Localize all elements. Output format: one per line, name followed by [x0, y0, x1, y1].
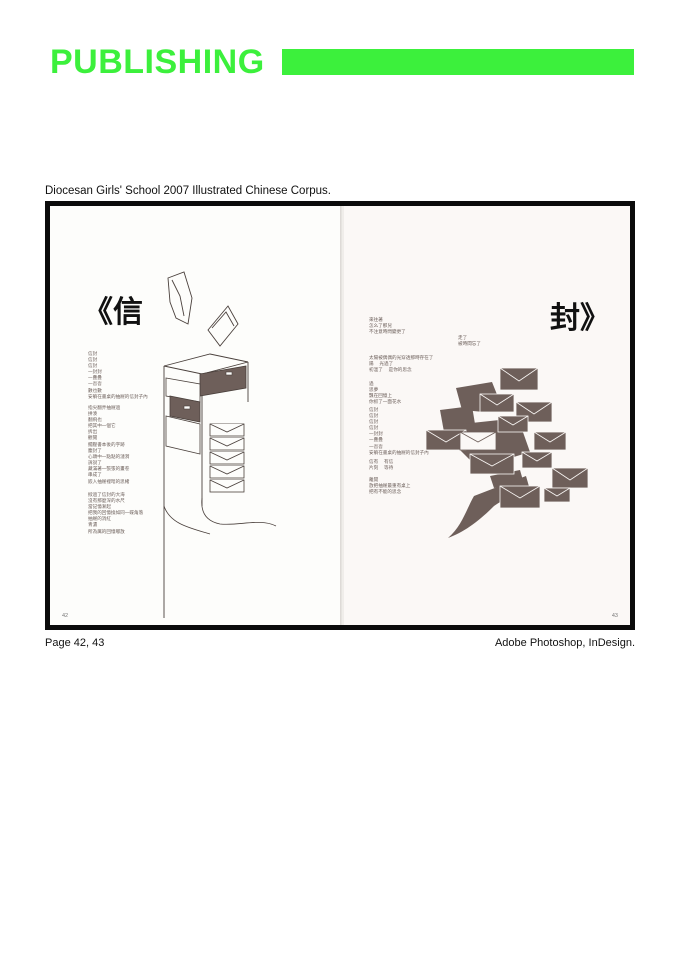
software-credits: Adobe Photoshop, InDesign. [494, 637, 635, 649]
right-verse-7: 離開 放把抽屜最重有桌上 把有不能的思念 [369, 478, 411, 496]
section-title: PUBLISHING [50, 43, 265, 81]
left-verse-1: 信封 信封 信封 一封封 一疊疊 一沓沓 數也數 安躺在書桌的抽屜的信封子內 [88, 352, 148, 400]
left-verse-2: 指尖翻弄抽屜過 拼湊 翻飛也 把其中一個它 拆出 觀閱 [88, 406, 121, 442]
right-page-title: 封》 [550, 301, 610, 336]
right-verse-5: 信封 信封 信封 信封 一封封 一疊疊 一沓沓 安躺在書桌的抽屜的信封子內 [369, 408, 429, 456]
left-page-title: 《信 [83, 295, 143, 330]
envelope-cluster-illustration [425, 367, 589, 538]
right-verse-3: 太陽被偶偶的光穿透那時存在了 陽 光過了 初溫了 是你的思念 [369, 356, 434, 374]
right-verse-1: 來往著 怎么了那兒 不注意時問變更了 [369, 318, 406, 336]
header: PUBLISHING [50, 40, 640, 84]
left-page: 《信 信封 信封 信封 一封封 一疊疊 一沓沓 數也數 安躺在書桌的抽屜的信封子… [50, 206, 341, 625]
left-verse-3: 擱壓書本後的字跡 塵封了 心頭中一點點的漣漪 訴說了 藏滿著一張張的畫卷 串成了… [88, 443, 130, 485]
right-page-number: 43 [611, 613, 618, 619]
page-reference: Page 42, 43 [45, 637, 105, 649]
right-page: 封》 來往著 怎么了那兒 不注意時問變更了 走了 被時間忘了 太陽被偶偶的光穿透… [344, 206, 630, 625]
right-verse-4: 過 思夢 飄在回憶上 你抓了一面花水 [369, 382, 402, 406]
left-verse-4: 掀過了信封的大海 沒有那麼深的水尺 當記憶漸起 把我的回憶換如同一碟角落 抽屜的… [88, 493, 144, 535]
book-spread-image: 《信 信封 信封 信封 一封封 一疊疊 一沓沓 數也數 安躺在書桌的抽屜的信封子… [45, 201, 635, 630]
accent-bar [282, 49, 634, 75]
project-caption: Diocesan Girls' School 2007 Illustrated … [45, 185, 332, 197]
right-verse-6: 信有 有信 片刻 等待 [369, 460, 394, 472]
book-gutter [340, 206, 346, 625]
right-verse-2: 走了 被時間忘了 [458, 336, 481, 348]
drawer-illustration [163, 271, 277, 618]
left-page-number: 42 [62, 613, 69, 619]
